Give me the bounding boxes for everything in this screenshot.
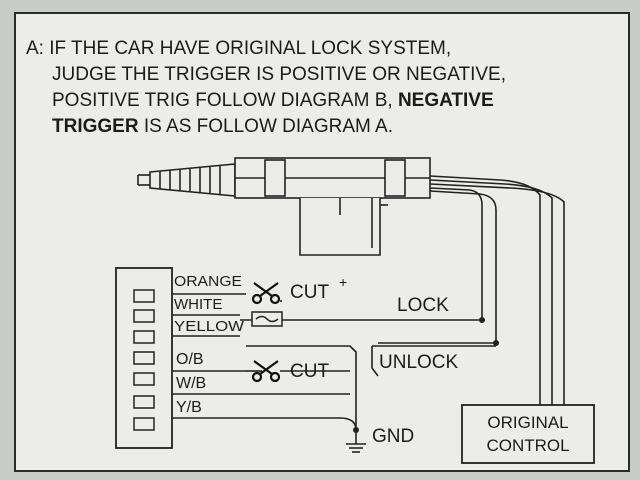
connector-pin-1 — [133, 289, 155, 303]
connector-pin-5 — [133, 372, 155, 386]
instruction-line-1: A: IF THE CAR HAVE ORIGINAL LOCK SYSTEM, — [26, 38, 452, 59]
ground-icon — [346, 430, 366, 453]
cut-label-bottom: CUT — [290, 361, 329, 382]
connector-pin-3 — [133, 330, 155, 344]
connector-pin-2 — [133, 309, 155, 323]
wire-label-white: WHITE — [174, 296, 222, 313]
fuse-icon — [251, 311, 283, 327]
scissors-icon — [251, 282, 281, 305]
wiring-lines — [240, 300, 496, 432]
wire-label-yb: Y/B — [176, 399, 202, 416]
wire-label-orange: ORANGE — [174, 273, 242, 290]
instruction-line-4: TRIGGER IS AS FOLLOW DIAGRAM A. — [52, 116, 394, 137]
instruction-prefix: A: — [26, 38, 44, 59]
actuator-boot — [137, 163, 236, 197]
actuator-harness — [429, 175, 565, 405]
lock-label: LOCK — [397, 295, 449, 316]
connector-pin-7 — [133, 417, 155, 431]
wire-label-yellow: YELLOW — [174, 318, 245, 335]
instruction-line-2: JUDGE THE TRIGGER IS POSITIVE OR NEGATIV… — [52, 64, 506, 85]
wire-label-lines — [172, 293, 246, 419]
door-lock-actuator-icon — [137, 157, 431, 256]
wire-label-ob: O/B — [176, 351, 204, 368]
lock-junction — [479, 317, 485, 323]
scissors-icon — [251, 360, 281, 383]
cut-label-top: CUT — [290, 282, 329, 303]
original-control-box: ORIGINAL CONTROL — [461, 404, 595, 464]
original-control-line2: CONTROL — [486, 436, 569, 455]
plus-mark: + — [339, 274, 347, 290]
unlock-label: UNLOCK — [379, 352, 459, 373]
connector-pin-4 — [133, 351, 155, 365]
connector-pin-6 — [133, 395, 155, 409]
gnd-label: GND — [372, 426, 414, 447]
instruction-line-3: POSITIVE TRIG FOLLOW DIAGRAM B, NEGATIVE — [52, 90, 494, 111]
original-control-line1: ORIGINAL — [487, 413, 568, 432]
wire-label-wb: W/B — [176, 375, 206, 392]
instructions-text: A: IF THE CAR HAVE ORIGINAL LOCK SYSTEM,… — [26, 36, 626, 140]
wire-connector — [115, 267, 173, 449]
unlock-junction — [493, 340, 499, 346]
